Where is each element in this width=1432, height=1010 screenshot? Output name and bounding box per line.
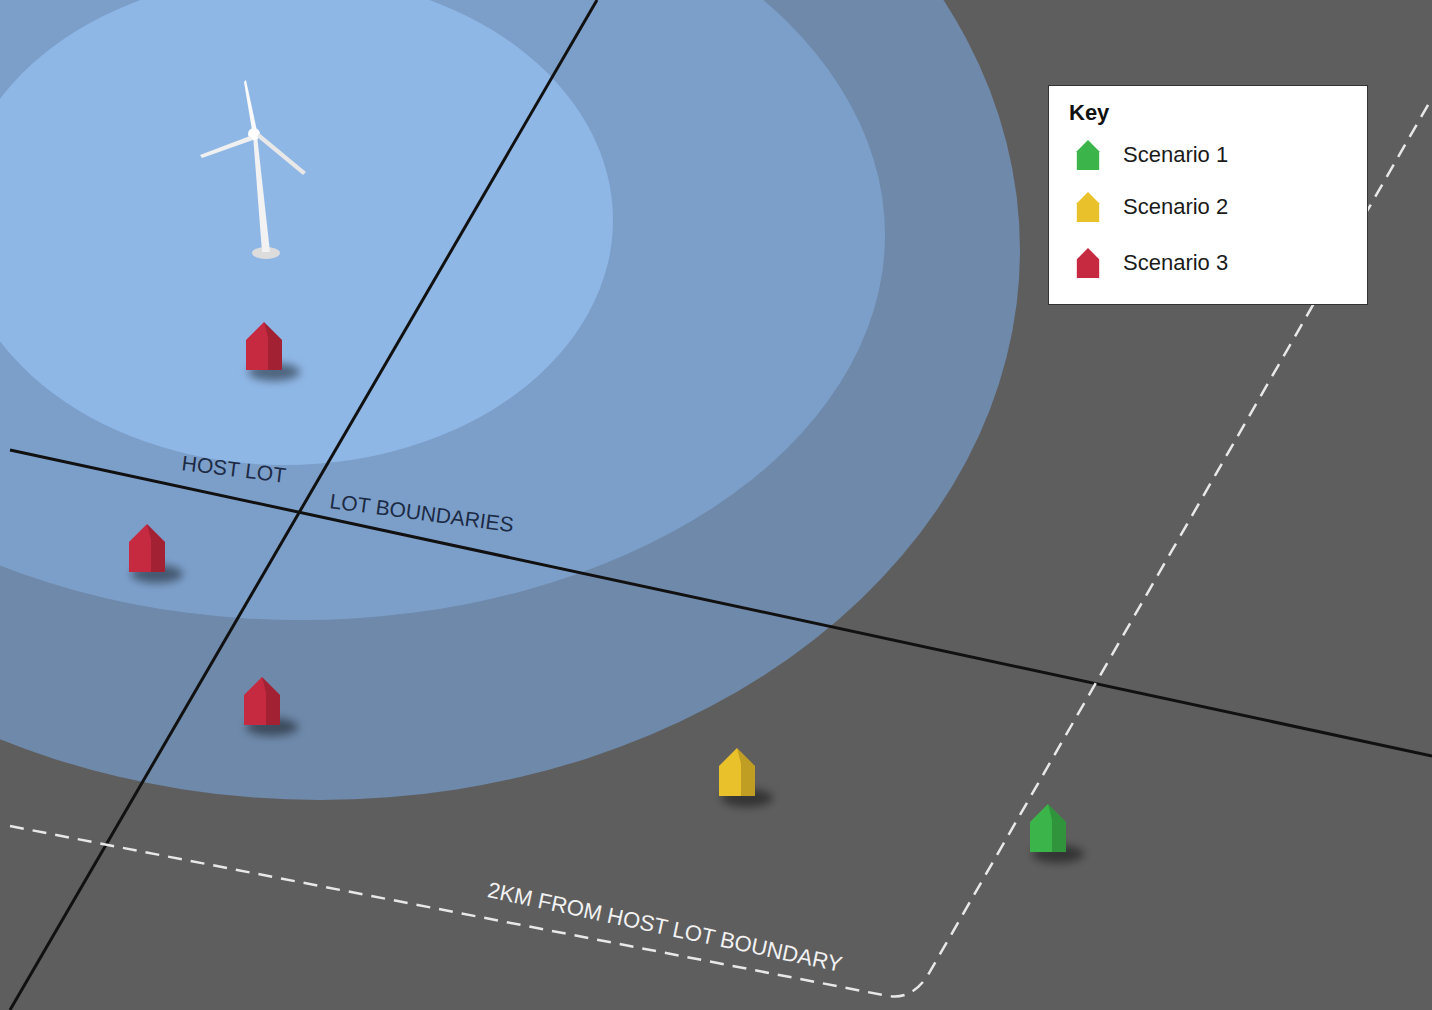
legend-swatch: [1071, 246, 1105, 280]
legend-swatch: [1071, 138, 1105, 172]
legend-row: Scenario 2: [1071, 190, 1228, 224]
wind-turbine: [200, 80, 306, 259]
legend-text: Scenario 1: [1123, 142, 1228, 168]
legend-swatch: [1071, 190, 1105, 224]
legend-row: Scenario 3: [1071, 246, 1228, 280]
legend-box: KeyScenario 1 Scenario 2 Scenario 3: [1048, 85, 1368, 305]
legend-row: Scenario 1: [1071, 138, 1228, 172]
outer-zone: [0, 0, 1020, 800]
middle-zone: [0, 0, 885, 620]
lot-boundary: [10, 450, 1432, 756]
house: [719, 748, 773, 807]
legend-text: Scenario 2: [1123, 194, 1228, 220]
legend-title: Key: [1069, 100, 1109, 126]
house: [244, 677, 298, 736]
house: [246, 322, 300, 381]
legend-text: Scenario 3: [1123, 250, 1228, 276]
house: [1030, 804, 1084, 863]
house: [129, 524, 183, 583]
inner-zone: [0, 0, 613, 465]
lot-boundary: [10, 0, 597, 1010]
